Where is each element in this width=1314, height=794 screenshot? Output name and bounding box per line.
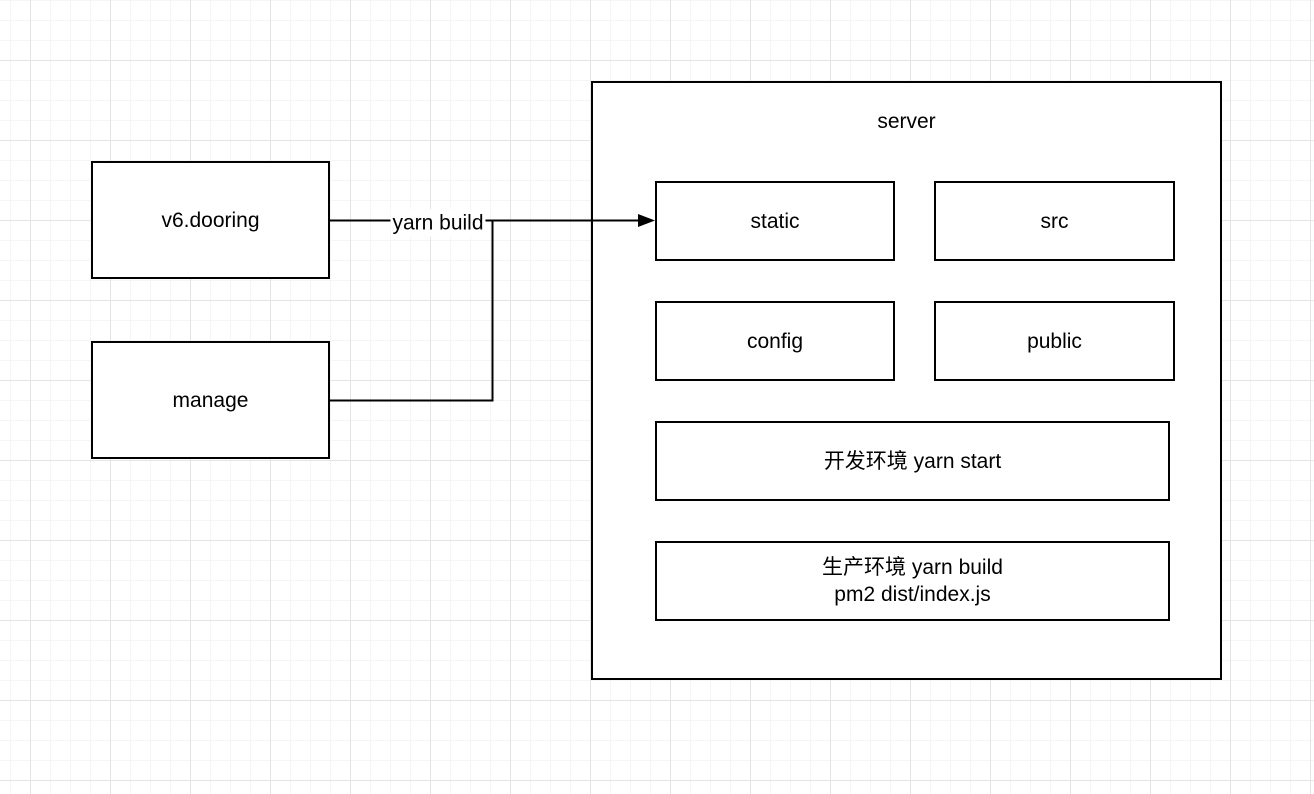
edge-label-yarn-build: yarn build: [390, 209, 486, 237]
node-src-label: src: [1040, 209, 1069, 233]
edge-manage-to-static: [330, 220, 494, 402]
node-v6dooring-label: v6.dooring: [161, 208, 260, 232]
node-manage-label: manage: [172, 388, 249, 412]
node-prod-env-label-line1: 生产环境 yarn build: [822, 556, 1003, 579]
node-src: src: [934, 181, 1175, 261]
node-dev-env: 开发环境 yarn start: [655, 421, 1170, 501]
node-v6dooring: v6.dooring: [91, 161, 330, 279]
node-public-label: public: [1027, 329, 1082, 353]
node-prod-env: 生产环境 yarn build pm2 dist/index.js: [655, 541, 1170, 621]
node-config: config: [655, 301, 895, 381]
node-static: static: [655, 181, 895, 261]
node-static-label: static: [750, 209, 800, 233]
node-public: public: [934, 301, 1175, 381]
node-prod-env-label-line2: pm2 dist/index.js: [834, 583, 991, 606]
server-group-label: server: [877, 110, 936, 133]
node-manage: manage: [91, 341, 330, 459]
node-dev-env-label: 开发环境 yarn start: [823, 449, 1002, 473]
node-config-label: config: [746, 329, 804, 353]
